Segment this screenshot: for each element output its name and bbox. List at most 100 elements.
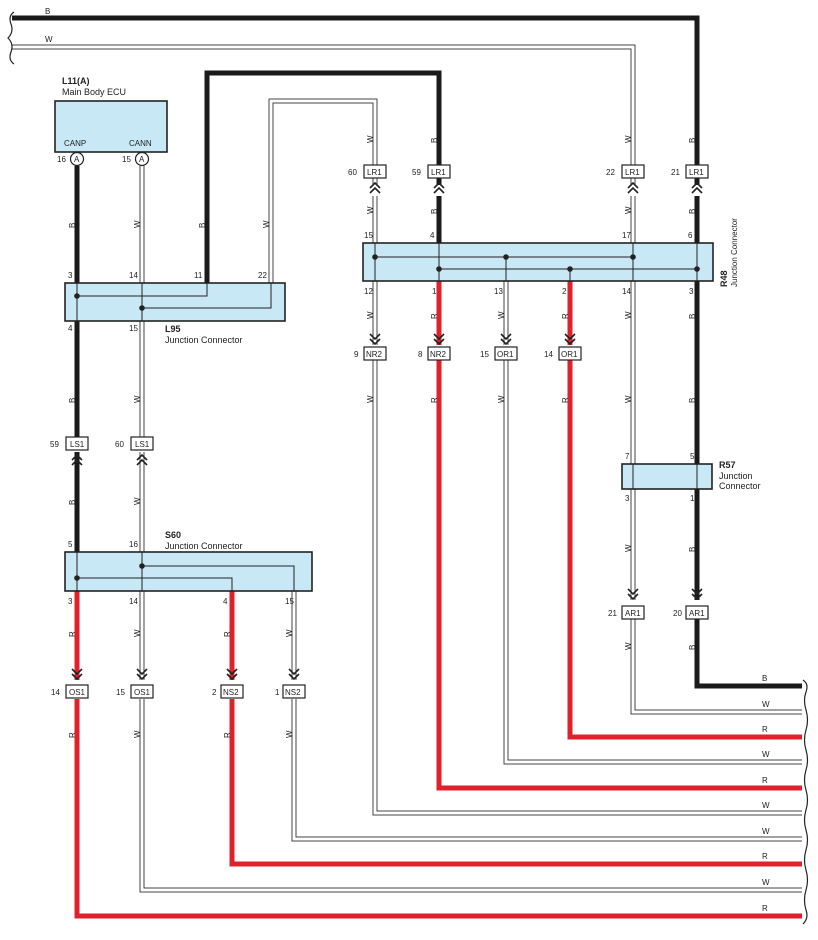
wire-label: B [688, 547, 697, 552]
connector-label: LR1 [625, 168, 640, 177]
arrow-down-icon [369, 333, 381, 346]
l95-pin: 22 [258, 271, 267, 280]
connector-lr1-59: LR1 59 [412, 164, 451, 194]
red-wires [74, 281, 802, 919]
connector-label: OS1 [69, 688, 86, 697]
splice-dot [503, 254, 509, 260]
connector-label: OS1 [134, 688, 151, 697]
r48-pin: 12 [364, 287, 373, 296]
wire-label: W [285, 629, 294, 637]
connector-pin: 22 [606, 168, 615, 177]
r57-pin: 3 [625, 494, 630, 503]
connector-label: OR1 [561, 350, 578, 359]
wire-label: W [624, 206, 633, 214]
connector-label: AR1 [689, 609, 705, 618]
arrow-up-icon [627, 181, 639, 194]
splice-dot [630, 254, 636, 260]
r57-id: R57 [719, 460, 736, 470]
ecu-terminal-a-icon [134, 151, 150, 167]
connector-nr2-9: NR2 9 [354, 333, 387, 361]
wire-label: B [688, 398, 697, 403]
wire-label: R [68, 732, 77, 738]
wire-label: B [688, 209, 697, 214]
s60-internal-wire [142, 565, 295, 591]
connector-pin: 60 [348, 168, 357, 177]
r48-pin: 1 [432, 287, 437, 296]
connector-label: LS1 [135, 440, 150, 449]
wire-label: W [366, 135, 375, 143]
wire-label: R [223, 732, 232, 738]
l95-box [64, 282, 286, 322]
connector-ar1-21: AR1 21 [608, 588, 645, 620]
r48-pin: 2 [562, 287, 567, 296]
connector-label: LS1 [70, 440, 85, 449]
wire-w-ns2-1-to-edge [292, 699, 802, 841]
wire-label: B [430, 138, 439, 143]
arrow-up-icon [71, 453, 83, 466]
wire-label: W [624, 311, 633, 319]
s60-id: S60 [165, 530, 181, 540]
r48-pin: 3 [689, 287, 694, 296]
connector-label: LR1 [689, 168, 704, 177]
connector-label: AR1 [625, 609, 641, 618]
connector-or1-14: OR1 14 [544, 333, 582, 361]
connector-label: NS2 [285, 688, 301, 697]
l95-pin: 15 [129, 324, 138, 333]
wire-label: R [561, 313, 570, 319]
ecu-terminal-a-letter: A [74, 155, 80, 164]
connector-os1-14: OS1 14 [51, 668, 89, 699]
connector-nr2-8: NR2 8 [418, 333, 451, 361]
wire-label: W [133, 395, 142, 403]
connector-pin: 60 [115, 440, 124, 449]
r48-pin: 6 [688, 231, 693, 240]
wire-w-or1-15-to-edge [504, 360, 802, 764]
right-edge-label: B [762, 674, 767, 683]
s60-name: Junction Connector [165, 541, 243, 551]
wire-label: W [262, 220, 271, 228]
ecu-canp-label: CANP [64, 139, 86, 148]
r48-pin: 17 [622, 231, 631, 240]
wire-label: W [366, 311, 375, 319]
splice-dot [74, 575, 80, 581]
break-brace-right-edge [802, 679, 809, 925]
l95-pin: 3 [68, 271, 73, 280]
arrow-down-icon [288, 668, 300, 681]
splice-dot [694, 266, 700, 272]
wire-w-nr2-9-to-edge [373, 360, 802, 815]
ecu-pin-16: 16 [57, 155, 66, 164]
wire-color-labels: W W W W B B R R W W R R W W W W W W B B … [68, 135, 697, 738]
connector-label: LR1 [367, 168, 382, 177]
wire-label: W [366, 206, 375, 214]
white-wires [12, 45, 802, 892]
connector-ns2-1: NS2 1 [275, 668, 306, 699]
ecu-pin-15: 15 [122, 155, 131, 164]
wire-label: W [624, 135, 633, 143]
wire-label: W [133, 629, 142, 637]
inline-connectors: LR1 60 LR1 59 LR1 22 LR1 2 1 NR2 9 [50, 164, 709, 699]
edge-wire-labels: B W B W R W R W W R W R [45, 7, 770, 913]
wire-label: W [133, 220, 142, 228]
r57-pin: 5 [690, 452, 695, 461]
connector-ar1-20: AR1 20 [673, 588, 709, 620]
arrow-down-icon [500, 333, 512, 346]
right-edge-label: W [762, 878, 770, 887]
junction-connector-s60: 5 16 3 14 4 15 S60 Junction Connector [64, 530, 313, 606]
right-edge-label: R [762, 904, 768, 913]
junction-connector-r57: 7 5 3 1 R57 Junction Connector [621, 452, 761, 503]
arrow-down-icon [136, 668, 148, 681]
s60-pin: 15 [285, 597, 294, 606]
wire-label: W [624, 544, 633, 552]
wire-b-top-main [12, 15, 700, 185]
wire-label: B [68, 500, 77, 505]
r48-pin: 4 [430, 231, 435, 240]
splice-dot [74, 293, 80, 299]
s60-pin: 4 [223, 597, 228, 606]
wire-b-ecu-to-r48 [204, 70, 442, 283]
wire-label: B [688, 314, 697, 319]
arrow-up-icon [369, 181, 381, 194]
splice-dot [436, 266, 442, 272]
right-edge-label: R [762, 852, 768, 861]
ecu-box [54, 100, 168, 153]
arrow-down-icon [433, 333, 445, 346]
